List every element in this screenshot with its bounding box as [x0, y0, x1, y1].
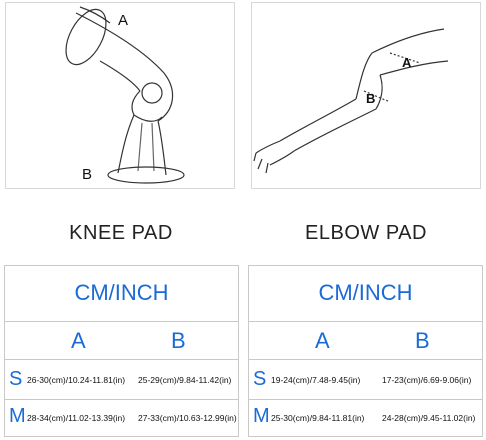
size-b-value: 24-28(cm)/9.45-11.02(in)	[382, 413, 476, 423]
size-a-value: 28-34(cm)/11.02-13.39(in)	[27, 413, 126, 423]
column-a-header: A	[315, 328, 330, 353]
size-a-value: 26-30(cm)/10.24-11.81(in)	[27, 375, 126, 385]
knee-size-table: CM/INCH A B S 26-30(cm)/10.24-11.81(in) …	[4, 265, 239, 437]
size-a-value: 25-30(cm)/9.84-11.81(in)	[271, 413, 365, 423]
knee-illustration: A B	[65, 6, 185, 184]
size-label: S	[253, 368, 267, 390]
knee-caption: KNEE PAD	[69, 222, 173, 244]
table-title-row: CM/INCH	[5, 266, 238, 322]
size-a-value: 19-24(cm)/7.48-9.45(in)	[271, 375, 361, 385]
table-title-row: CM/INCH	[249, 266, 482, 322]
elbow-caption: ELBOW PAD	[305, 222, 427, 244]
elbow-illustration-panel: A B	[251, 2, 481, 189]
size-b-value: 27-33(cm)/10.63-12.99(in)	[138, 413, 237, 423]
size-b-value: 25-29(cm)/9.84-11.42(in)	[138, 375, 232, 385]
column-b-header: B	[171, 328, 186, 353]
size-label: S	[9, 368, 23, 390]
elbow-illustration: A B	[253, 28, 449, 174]
column-a-header: A	[71, 328, 86, 353]
table-row: S 26-30(cm)/10.24-11.81(in) 25-29(cm)/9.…	[5, 360, 238, 400]
table-title: CM/INCH	[318, 280, 413, 305]
column-b-header: B	[415, 328, 430, 353]
knee-label-a: A	[118, 12, 128, 29]
size-label: M	[253, 405, 270, 427]
table-header-row: A B	[5, 322, 238, 360]
elbow-label-a: A	[402, 55, 412, 70]
table-row: S 19-24(cm)/7.48-9.45(in) 17-23(cm)/6.69…	[249, 360, 482, 400]
table-title: CM/INCH	[74, 280, 169, 305]
elbow-size-table: CM/INCH A B S 19-24(cm)/7.48-9.45(in) 17…	[248, 265, 483, 437]
table-row: M 25-30(cm)/9.84-11.81(in) 24-28(cm)/9.4…	[249, 400, 482, 436]
size-b-value: 17-23(cm)/6.69-9.06(in)	[382, 375, 472, 385]
knee-label-b: B	[82, 166, 92, 183]
size-label: M	[9, 405, 26, 427]
elbow-label-b: B	[366, 91, 375, 106]
knee-illustration-panel: A B	[5, 2, 235, 189]
table-header-row: A B	[249, 322, 482, 360]
table-row: M 28-34(cm)/11.02-13.39(in) 27-33(cm)/10…	[5, 400, 238, 436]
